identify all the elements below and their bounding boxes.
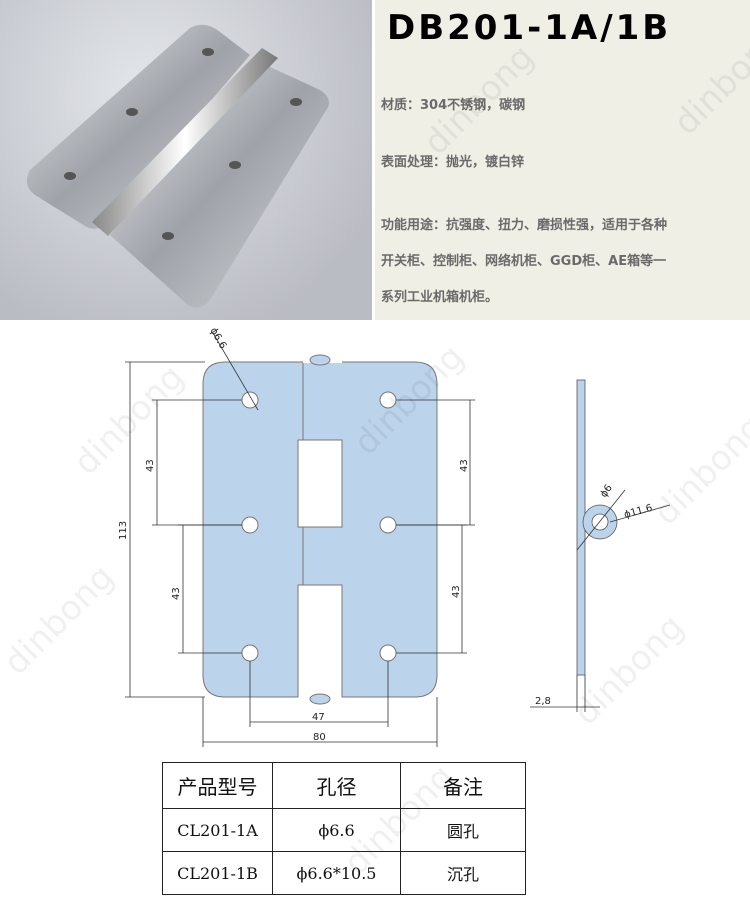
thickness-dim: 2,8 — [535, 696, 551, 707]
product-info-panel: DB201-1A/1B 材质：304不锈钢，碳钢 表面处理：抛光，镀白锌 功能用… — [375, 0, 750, 320]
function-text-line-1: 功能用途：抗强度、扭力、磨损性强，适用于各种 — [381, 218, 668, 233]
table-header-row: 产品型号 孔径 备注 — [162, 762, 526, 809]
function-text-line-3: 系列工业机箱机柜。 — [381, 290, 499, 305]
left-pitch-2-dim: 43 — [171, 587, 182, 600]
hinge-photo-illustration — [26, 24, 329, 308]
right-pitch-2-dim: 43 — [451, 585, 462, 598]
height-dim: 113 — [118, 521, 129, 540]
technical-drawing: ϕ6.6 113 43 43 43 43 47 80 ϕ6 ϕ11.6 2,8 — [118, 326, 671, 747]
product-photo — [0, 0, 372, 320]
cell-hole-dia: ϕ6.6*10.5 — [272, 851, 401, 895]
cell-remark: 圆孔 — [400, 808, 526, 852]
cell-model: CL201-1A — [162, 808, 273, 852]
header-model: 产品型号 — [162, 762, 273, 809]
spec-table: 产品型号 孔径 备注 CL201-1A ϕ6.6 圆孔 CL201-1B ϕ6.… — [162, 762, 526, 895]
right-leaf — [302, 361, 438, 698]
mounting-holes — [241, 391, 397, 662]
knuckle-dia-label: ϕ11.6 — [623, 503, 654, 521]
left-pitch-1-dim: 43 — [145, 459, 156, 472]
product-title: DB201-1A/1B — [387, 8, 672, 48]
pin-dia-label: ϕ6 — [598, 483, 614, 500]
cell-model: CL201-1B — [162, 851, 273, 895]
hole-span-dim: 47 — [312, 712, 325, 723]
material-text: 材质：304不锈钢，碳钢 — [381, 98, 526, 113]
header-hole-dia: 孔径 — [272, 762, 401, 809]
table-row: CL201-1A ϕ6.6 圆孔 — [162, 808, 526, 852]
cell-hole-dia: ϕ6.6 — [272, 808, 401, 852]
table-row: CL201-1B ϕ6.6*10.5 沉孔 — [162, 851, 526, 895]
header-remark: 备注 — [400, 762, 526, 809]
surface-treatment-text: 表面处理：抛光，镀白锌 — [381, 155, 525, 170]
width-dim: 80 — [313, 732, 326, 743]
right-pitch-1-dim: 43 — [459, 459, 470, 472]
hole-dia-label: ϕ6.6 — [207, 326, 228, 351]
function-text-line-2: 开关柜、控制柜、网络机柜、GGD柜、AE箱等一 — [381, 254, 667, 269]
cell-remark: 沉孔 — [400, 851, 526, 895]
